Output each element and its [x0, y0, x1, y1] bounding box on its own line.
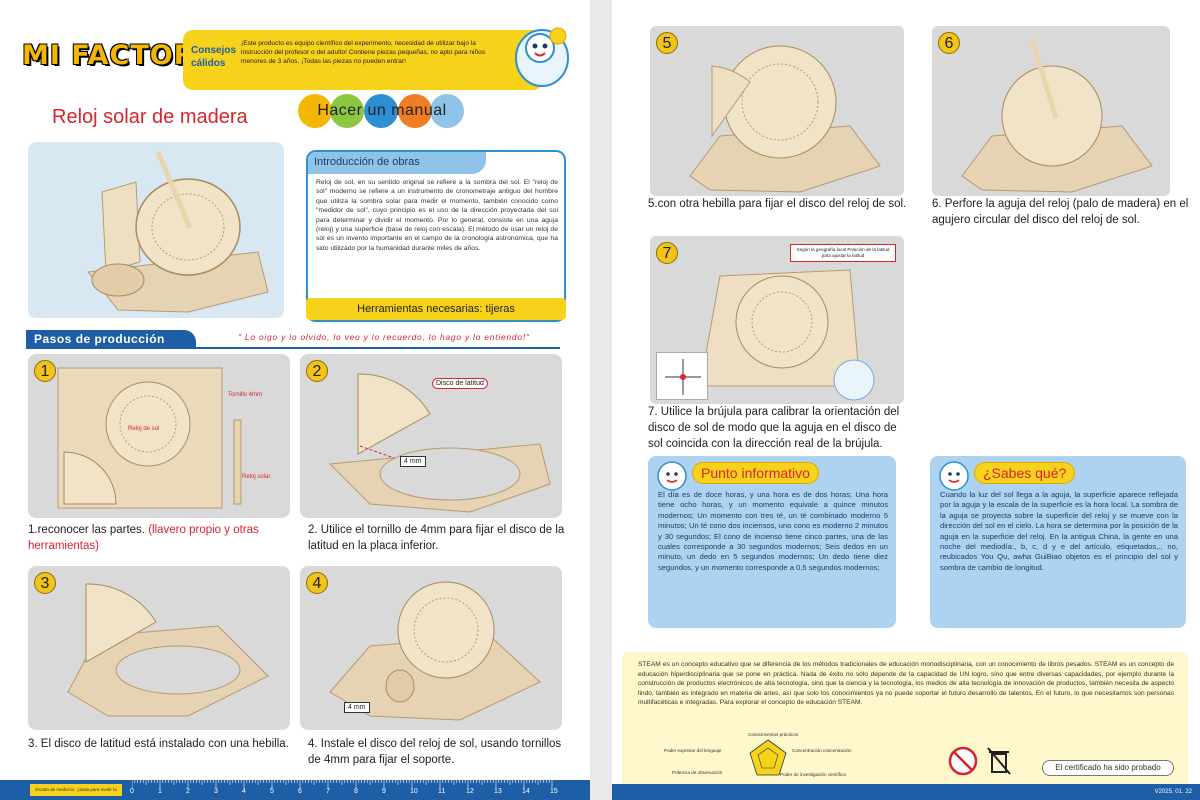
did-you-know-card: ¿Sabes qué? Cuando la luz del sol llega … [930, 456, 1186, 628]
manual-bubble [430, 94, 464, 128]
intro-panel: Introducción de obras Reloj de sol, en s… [306, 150, 566, 322]
screw-label: Tornillo 4mm [228, 392, 263, 398]
info-point-title: Punto informativo [692, 462, 819, 484]
ruler-number: 15 [550, 788, 558, 795]
recycle-bin-icon [987, 747, 1011, 775]
radar-label: Poder expresar del lenguaje [664, 748, 722, 753]
mascot-icon [939, 461, 969, 491]
warm-tips-title: Consejos cálidos [191, 45, 237, 69]
stick-label: Reloj solar [242, 474, 271, 480]
manual-heading-text: Hacer un manual [317, 102, 447, 119]
disc-label: Reloj de sol [128, 426, 160, 432]
step-3-number: 3 [34, 572, 56, 594]
manual-bubble [364, 94, 398, 128]
steps-divider [26, 347, 560, 349]
warm-tips-text: ¡Este producto es equipo científico del … [241, 40, 486, 65]
steam-text: STEAM es un concepto educativo que se di… [638, 661, 1174, 707]
step-7-number: 7 [656, 242, 678, 264]
ruler-note: Escala de medición: ¡úsala para medir la… [30, 784, 122, 800]
compass-icon [656, 352, 708, 400]
step-1-caption-note: (llavero propio y otras herramientas) [28, 524, 259, 552]
step-4-photo: 4 4 mm [300, 566, 562, 730]
motto: " Lo oigo y lo olvido, lo veo y lo recue… [238, 332, 530, 342]
ruler-number: 8 [354, 788, 358, 795]
ruler-number: 12 [466, 788, 474, 795]
manual-bubble [298, 94, 332, 128]
step-3-photo: 3 [28, 566, 290, 730]
ruler-number: 3 [214, 788, 218, 795]
did-you-know-text: Cuando la luz del sol llega a la aguja, … [940, 490, 1178, 572]
intro-header: Introducción de obras [308, 152, 486, 174]
step-6-number: 6 [938, 32, 960, 54]
warm-tips-box: Consejos cálidos ¡Este producto es equip… [183, 30, 543, 90]
ruler-number: 0 [130, 788, 134, 795]
product-photo [28, 142, 284, 318]
skills-radar: Conocimientos prácticos Poder expresar d… [664, 732, 864, 784]
manual-bubble [398, 94, 432, 128]
page-title: Reloj solar de madera [52, 106, 248, 128]
manual-page-left: MI FACTORÍA Consejos cálidos ¡Este produ… [0, 0, 590, 800]
manual-bubble [330, 94, 364, 128]
radar-icon [749, 739, 787, 776]
step-5-number: 5 [656, 32, 678, 54]
manual-heading: Hacer un manual [298, 94, 466, 130]
radar-label: Potencia de observación [672, 770, 723, 775]
latitude-disc-label: Disco de latitud [432, 378, 488, 389]
step-4-caption: 4. Instale el disco del reloj de sol, us… [308, 738, 562, 766]
ruler-number: 5 [270, 788, 274, 795]
steps-header: Pasos de producción " Lo oigo y lo olvid… [26, 330, 560, 349]
step-3-caption: 3. El disco de latitud está instalado co… [28, 738, 289, 750]
step-2-photo: 2 Disco de latitud 4 mm [300, 354, 562, 518]
step-2-number: 2 [306, 360, 328, 382]
screw-size-badge: 4 mm [344, 702, 370, 713]
ruler-number: 13 [494, 788, 502, 795]
info-point-card: Punto informativo El día es de doce hora… [648, 456, 896, 628]
tools-text: Herramientas necesarias: tijeras [357, 303, 515, 315]
step-1-photo: 1 Tornillo 4mm Reloj de sol Reloj solar [28, 354, 290, 518]
bottom-bar: V2025. 01. 22 [612, 784, 1200, 800]
step-4-number: 4 [306, 572, 328, 594]
ruler-bar: Escala de medición: ¡úsala para medir la… [0, 780, 590, 800]
radar-label: Conocimientos prácticos [748, 732, 799, 737]
step-1-number: 1 [34, 360, 56, 382]
ruler-number: 7 [326, 788, 330, 795]
step-7-photo: 7 Según la geografía local Posición de l… [650, 236, 904, 404]
ruler-number: 9 [382, 788, 386, 795]
steps-title-tab: Pasos de producción [26, 330, 196, 348]
no-children-icon [948, 746, 978, 776]
step-7-caption: 7. Utilice la brújula para calibrar la o… [648, 406, 900, 450]
version-label: V2025. 01. 22 [1154, 789, 1192, 795]
ruler-number: 14 [522, 788, 530, 795]
step-5-caption: 5.con otra hebilla para fijar el disco d… [648, 198, 907, 210]
step-1-caption: 1.reconocer las partes. (llavero propio … [28, 522, 290, 554]
ruler-number: 11 [438, 788, 446, 795]
ruler-number: 2 [186, 788, 190, 795]
certificate-badge: El certificado ha sido probado [1042, 760, 1174, 776]
mascot-icon [515, 27, 569, 87]
did-you-know-title: ¿Sabes qué? [974, 462, 1076, 484]
ruler-number: 1 [158, 788, 162, 795]
step-2-caption: 2. Utilice el tornillo de 4mm para fijar… [308, 524, 565, 552]
step-5-photo: 5 [650, 26, 904, 196]
step-6-caption: 6. Perfore la aguja del reloj (palo de m… [932, 198, 1189, 226]
intro-text: Reloj de sol, en su sentido original se … [316, 179, 558, 252]
info-point-text: El día es de doce horas, y una hora es d… [658, 490, 888, 572]
page-gutter [590, 0, 612, 800]
ruler-number: 10 [410, 788, 418, 795]
steps-title: Pasos de producción [34, 332, 165, 346]
latitude-note: Según la geografía local Posición de la … [790, 244, 896, 262]
radar-label: Poder de investigación científica [780, 772, 846, 777]
ruler-number: 6 [298, 788, 302, 795]
ruler-number: 4 [242, 788, 246, 795]
step-1-caption-text: 1.reconocer las partes. [28, 524, 145, 536]
screw-size-badge: 4 mm [400, 456, 426, 467]
tools-banner: Herramientas necesarias: tijeras [306, 298, 566, 320]
radar-label: Concentración concentración [792, 748, 852, 753]
manual-page-right: 5 5.con otra hebilla para fijar el disco… [612, 0, 1200, 800]
steam-panel: STEAM es un concepto educativo que se di… [622, 652, 1188, 790]
step-6-photo: 6 [932, 26, 1170, 196]
intro-title: Introducción de obras [314, 156, 420, 168]
mascot-icon [657, 461, 687, 491]
